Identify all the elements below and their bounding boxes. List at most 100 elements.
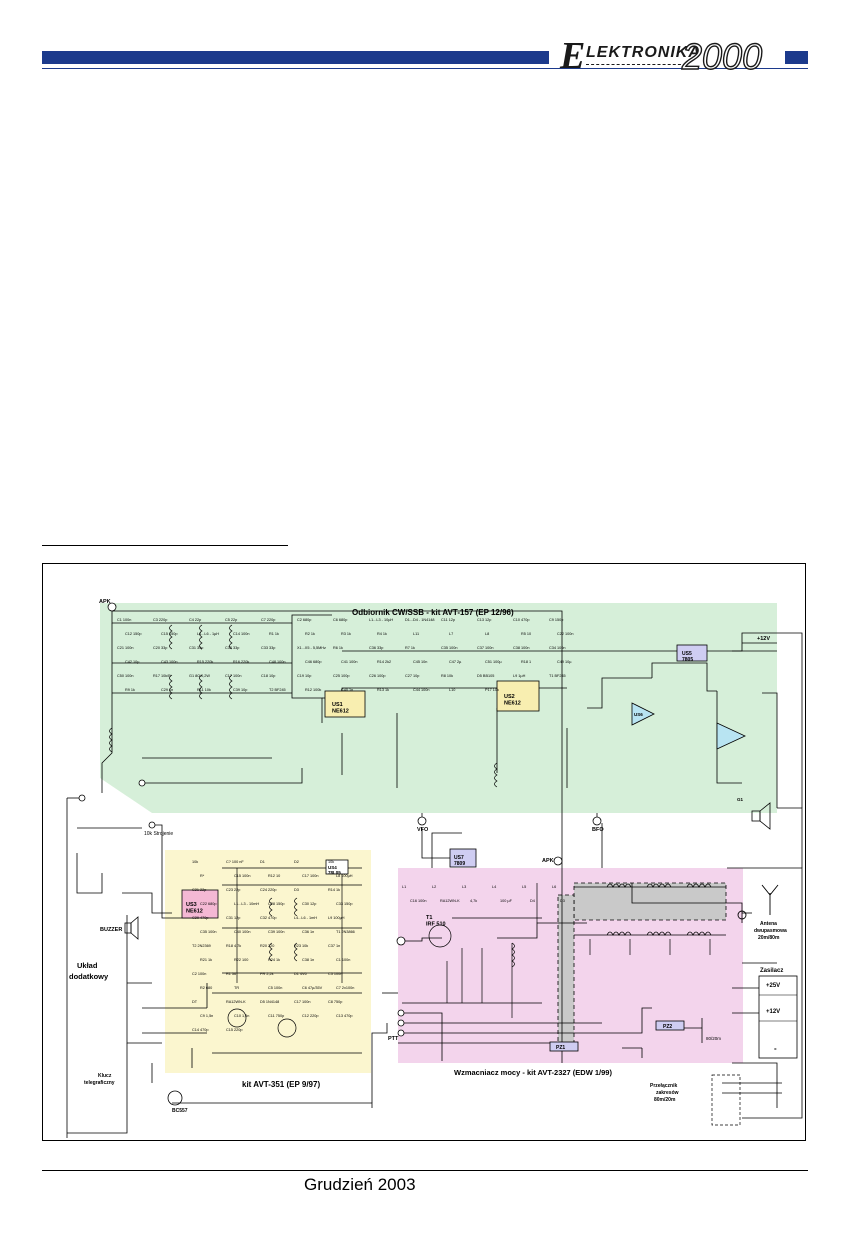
wiring — [66, 610, 803, 1138]
component-label: C14 100n — [233, 632, 249, 636]
component-label: C18 10p — [261, 674, 275, 678]
component-label: L7 — [449, 632, 453, 636]
component-label: C32 33p — [225, 646, 239, 650]
component-label: R11 10k — [197, 688, 211, 692]
component-label: L9 100µH — [328, 916, 345, 920]
component-label: L3 — [462, 885, 466, 889]
component-label: L4 — [492, 885, 496, 889]
component-label: C47 2µ — [449, 660, 462, 664]
kit351-circuit — [212, 867, 362, 1054]
component-label: C21 22p — [192, 888, 206, 892]
component-label: R9 1k — [125, 688, 135, 692]
amplifier-circuit — [402, 883, 542, 1018]
component-label: C29 470p — [192, 916, 208, 920]
tuning-pot-label: 10k Strojenie — [144, 831, 173, 837]
component-label: C37 100n — [477, 646, 493, 650]
component-label: C11 12p — [441, 618, 455, 622]
component-label: 10k — [192, 860, 198, 864]
component-label: C51 100µ — [485, 660, 502, 664]
component-label: R20 220 — [260, 944, 274, 948]
component-label: PR 2,2k — [260, 972, 274, 976]
component-label: C1 100n — [117, 618, 131, 622]
component-label: L8 — [485, 632, 489, 636]
component-label: C39 100n — [268, 930, 284, 934]
component-label: C5 22p — [225, 618, 237, 622]
amplifier-title: Wzmacniacz mocy - kit AVT-2327 (EDW 1/99… — [454, 1068, 612, 1077]
component-label: C35 100n — [200, 930, 216, 934]
component-label: R17 10k/B — [153, 674, 171, 678]
component-label: C? 100 nF — [226, 860, 244, 864]
lowpass-filter — [574, 883, 726, 955]
connectors — [78, 602, 602, 1037]
component-label: C17 100n — [225, 674, 241, 678]
magazine-logo: E LEKTRONIKA 2000 — [560, 34, 780, 78]
component-label: C17 100n — [294, 1000, 310, 1004]
logo-word: LEKTRONIKA — [586, 44, 701, 61]
component-label: L8 100µH — [336, 874, 353, 878]
component-label: L9 1µH — [513, 674, 526, 678]
pz1-relay — [549, 1041, 579, 1052]
component-label: C10 470p — [513, 618, 529, 622]
component-label: C9 150p — [549, 618, 563, 622]
component-label: R23 10k — [294, 944, 308, 948]
component-label: C9 1,5n — [200, 1014, 213, 1018]
buzzer-icon — [124, 916, 139, 940]
component-label: C40 1n — [341, 688, 353, 692]
component-label: C13 12p — [477, 618, 491, 622]
component-label: C46 680p — [305, 660, 321, 664]
component-label: R6 1k — [333, 646, 343, 650]
component-label: R22 100 — [234, 958, 248, 962]
component-label: D1 — [260, 860, 265, 864]
ptt-label: PTT — [388, 1036, 399, 1042]
schematic-frame — [42, 563, 806, 1141]
component-label: X1...X5 - 5,5MHz — [297, 646, 326, 650]
component-label: DT — [192, 1000, 198, 1004]
component-label: C35 100n — [441, 646, 457, 650]
aux-circuit-label-1: Układ — [77, 961, 98, 970]
component-label: L6 — [552, 885, 556, 889]
issue-date: Grudzień 2003 — [304, 1175, 416, 1194]
band-switch-box — [711, 1074, 741, 1126]
component-label: C36 1n — [302, 930, 314, 934]
antenna-label-1: Antena — [760, 921, 777, 927]
component-label: C7 2x100n — [336, 986, 354, 990]
component-label: G1 8Ω/0,2W — [189, 674, 210, 678]
speaker-icon — [751, 802, 771, 830]
component-label: L5 — [522, 885, 526, 889]
component-label: 100 µF — [500, 899, 513, 903]
receiver-title: Odbiornik CW/SSB - kit AVT-157 (EP 12/96… — [352, 608, 514, 617]
lowpass-filter-region — [573, 882, 727, 921]
apk-mid-label: APK — [542, 858, 554, 864]
pz1-label: PZ1 — [556, 1045, 565, 1051]
component-label: L1 — [402, 885, 406, 889]
component-label: C10 1,5n — [234, 1014, 249, 1018]
logo-arrow-line — [586, 64, 686, 65]
us5-ic — [676, 644, 708, 662]
component-label: R1 1k — [269, 632, 279, 636]
component-label: R15 220k — [197, 660, 213, 664]
component-label: D3 — [560, 899, 565, 903]
antenna-icon — [737, 884, 779, 920]
component-label: P17 10k — [485, 688, 499, 692]
component-label: C20 33p — [153, 646, 167, 650]
component-label: C38 100n — [513, 646, 529, 650]
component-label: C1 100n — [336, 958, 350, 962]
band-switch-top: 80/20m — [706, 1036, 721, 1041]
component-label: C50 100n — [117, 674, 133, 678]
component-label: C21 100n — [117, 646, 133, 650]
component-label: L2 — [432, 885, 436, 889]
component-label: C4 22p — [189, 618, 201, 622]
component-label: C29 1n — [161, 688, 173, 692]
us8-opamp — [716, 722, 746, 750]
component-label: C13 470p — [336, 1014, 352, 1018]
component-label: C43 100n — [161, 660, 177, 664]
component-label: C45 10n — [413, 660, 427, 664]
component-label: D2 — [294, 860, 299, 864]
component-label: C31 12p — [226, 916, 240, 920]
ic-boxes — [181, 644, 746, 1052]
component-label: C27 10p — [405, 674, 419, 678]
component-label: R2 680 — [200, 986, 212, 990]
